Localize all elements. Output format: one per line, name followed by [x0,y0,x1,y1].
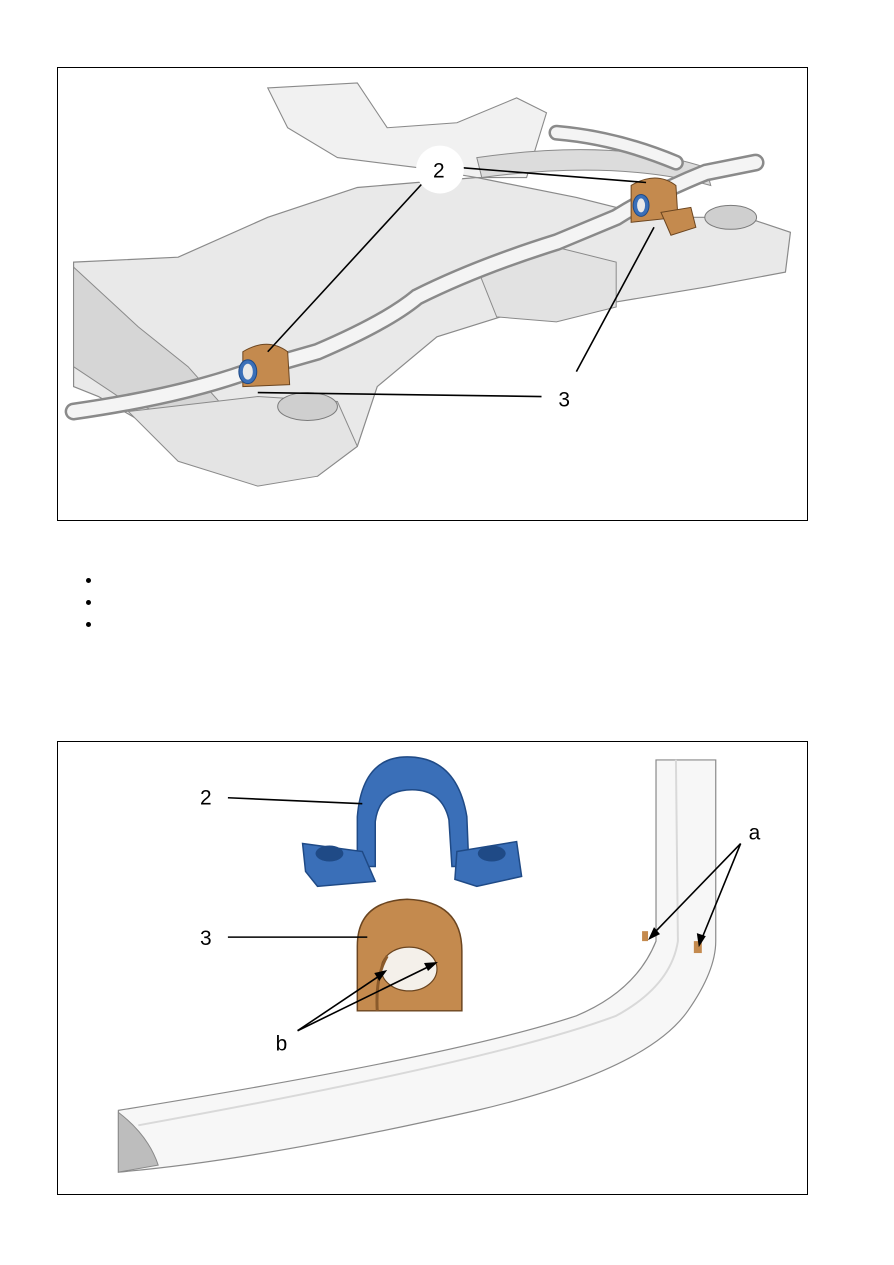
clamp-left-hole [315,845,344,862]
list-item [80,572,780,594]
arrowhead-a-2 [696,933,706,948]
figure-stabilizer-assembly: 2 3 [57,67,808,521]
callout-b: b [276,1033,288,1056]
list-item [80,616,780,638]
callout-a: a [749,822,761,845]
marking-left [642,931,649,942]
assembly-illustration: 2 3 [64,82,792,487]
upper-bracket [266,82,548,179]
leader-3-left [257,391,542,398]
leader-b-2 [297,964,433,1032]
bar-shading [138,759,679,1127]
callout-2: 2 [200,787,212,810]
rear-mount-ring [704,204,758,230]
callout-3: 3 [558,389,570,412]
stabilizer-bar-end-highlight [550,127,682,169]
bar-end-shade [117,1111,159,1173]
bar-outline [117,759,717,1173]
detail-illustration: 2 3 a b [117,756,761,1173]
leader-2-left [267,179,426,353]
leader-a-2 [700,843,742,942]
front-mount-ring [277,392,338,421]
leader-2-right [459,166,647,184]
callout-2-circle [416,145,464,194]
arrowhead-a-1 [648,927,660,941]
arrowhead-b-1 [374,969,388,981]
bullet-dot [86,622,91,627]
bullet-dot [86,600,91,605]
clamp-part [356,756,470,868]
arrowhead-b-2 [424,962,438,971]
bushing-right-hole [637,198,646,213]
bullet-dot [86,578,91,583]
leader-3-right [575,226,655,373]
list-item [80,594,780,616]
bushing-right-foot [660,206,697,236]
callout-2: 2 [433,160,445,183]
leader-2 [227,796,363,805]
bullet-list [80,572,780,638]
marking-right [693,941,702,954]
clamp-right-hole [477,845,506,862]
leader-b-1 [297,973,383,1032]
bushing-left-hole [242,363,253,380]
figure-bushing-detail: 2 3 a b [57,741,808,1195]
leader-a-1 [650,842,742,937]
callout-3: 3 [200,927,212,950]
